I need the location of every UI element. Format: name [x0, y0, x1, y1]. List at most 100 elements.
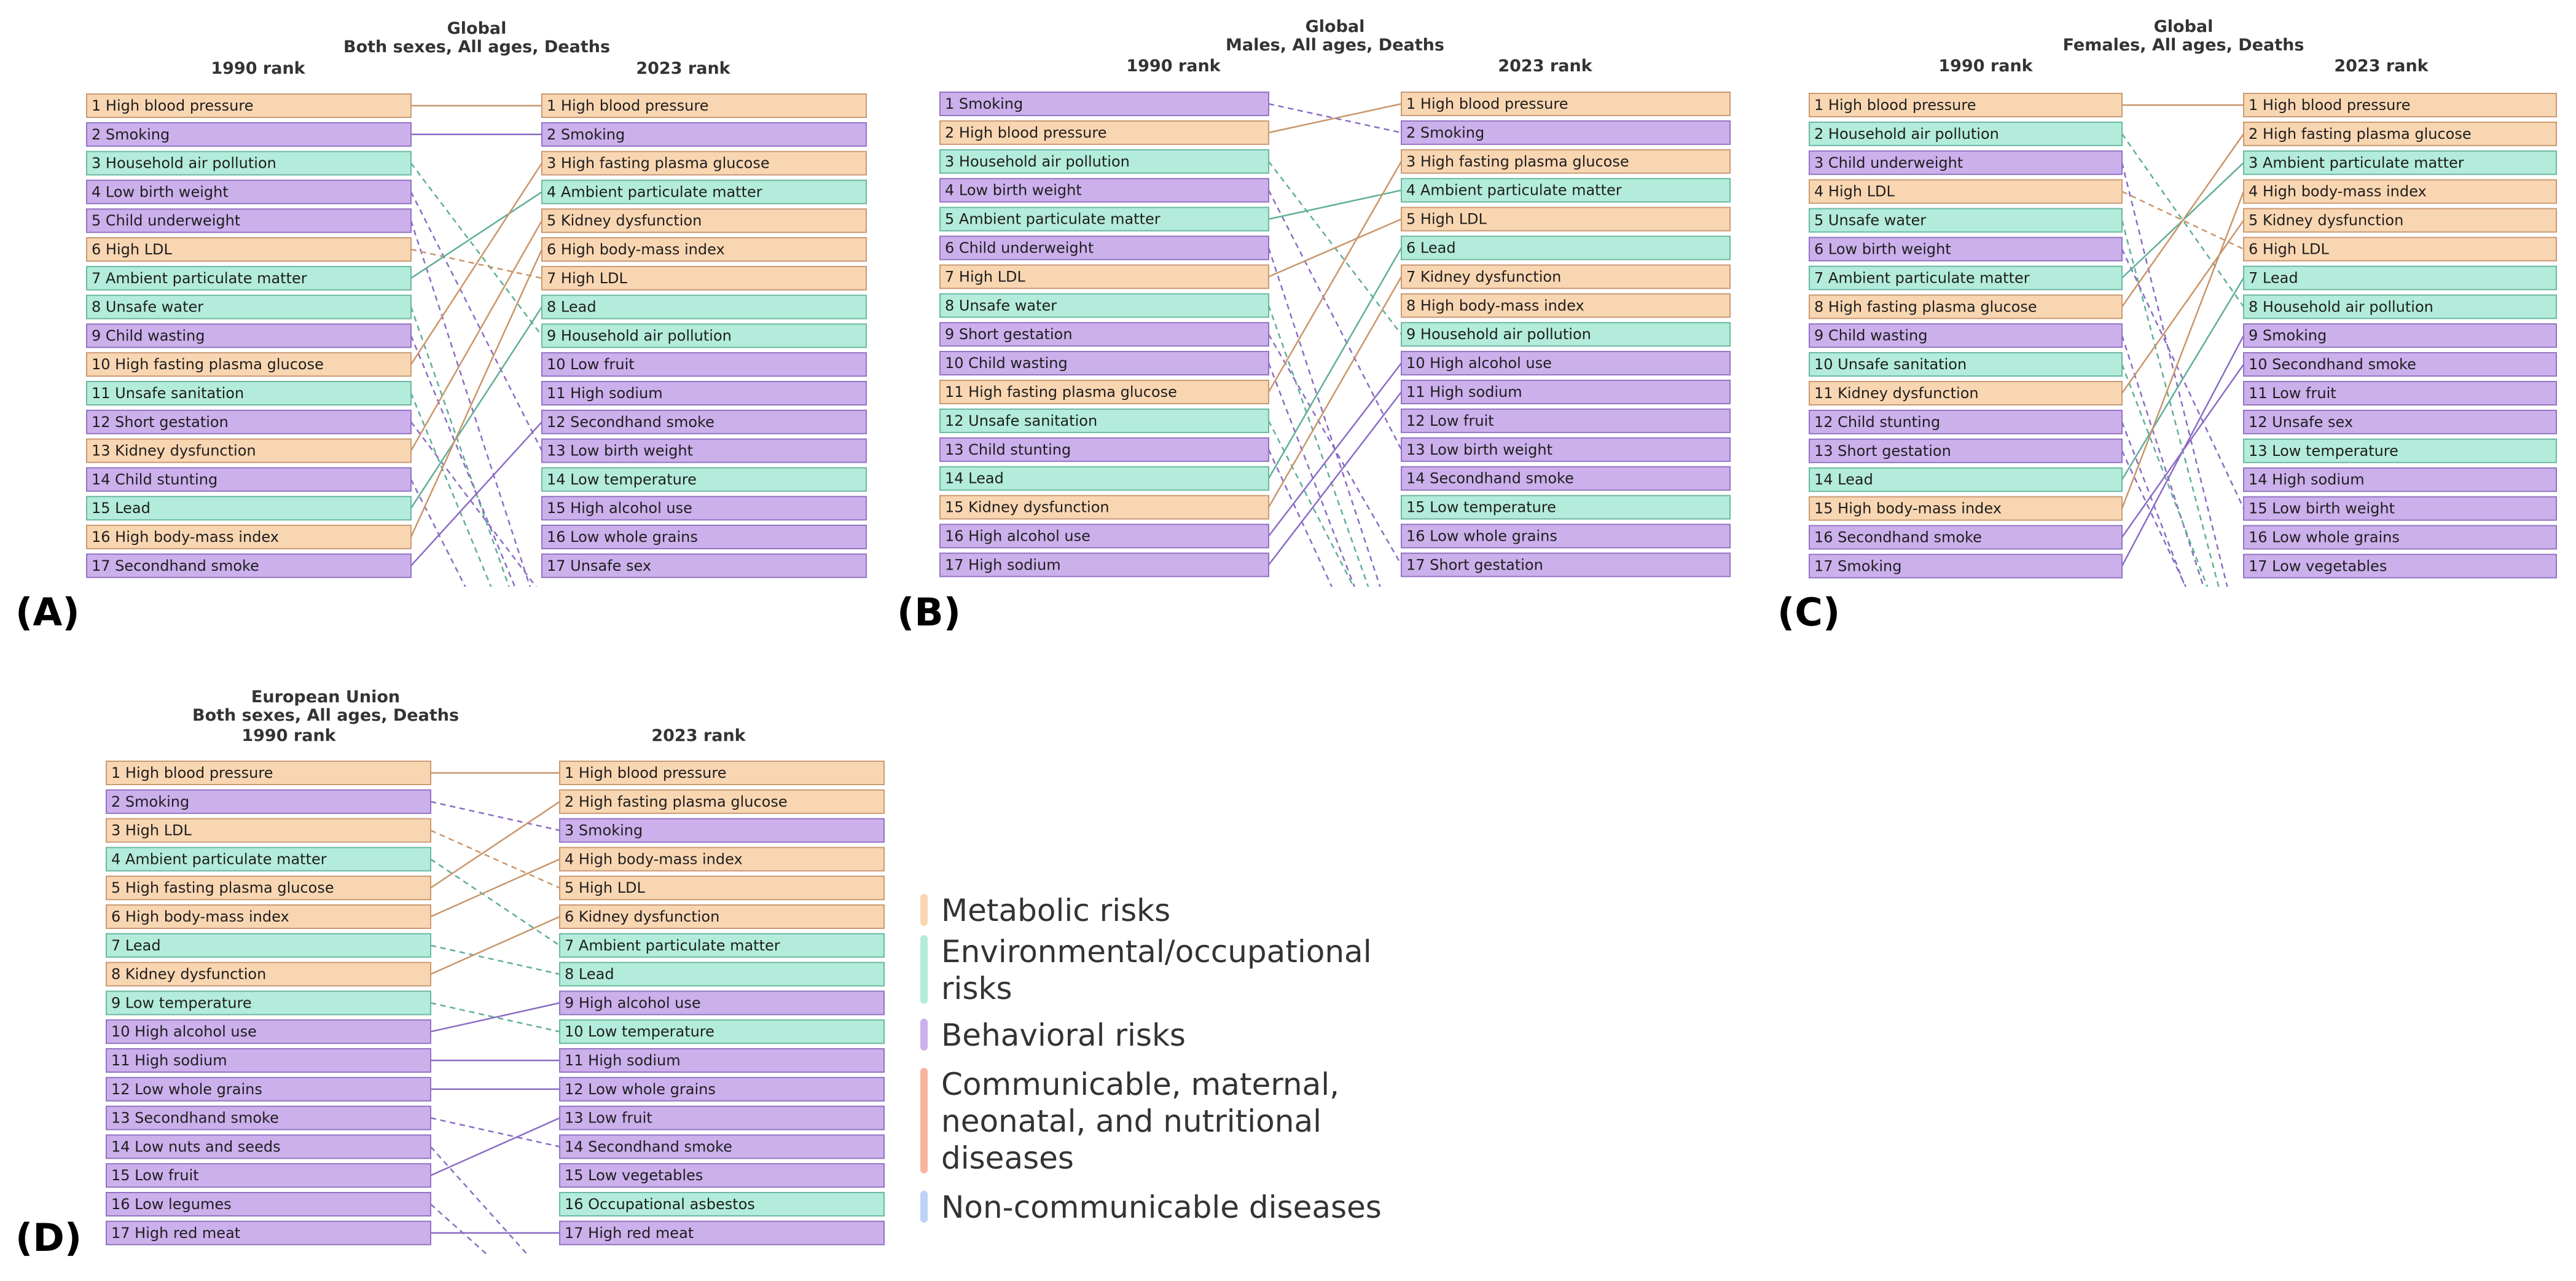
left-column-header: 1990 rank: [1126, 57, 1221, 76]
right-rank-box: [1401, 351, 1731, 376]
left-rank-label: 6 High LDL: [92, 241, 173, 258]
right-rank-label: 10 Low fruit: [547, 356, 635, 373]
rank-connector: [430, 858, 560, 918]
right-rank-label: 7 Kidney dysfunction: [1406, 268, 1561, 285]
right-rank-label: 16 Low whole grains: [2249, 529, 2400, 546]
rank-connector: [1268, 218, 1402, 278]
right-rank-box: [559, 1019, 885, 1044]
rank-connector: [430, 1002, 560, 1033]
left-rank-label: 2 Household air pollution: [1814, 125, 1999, 143]
left-rank-box: [1809, 438, 2123, 463]
right-rank-label: 8 High body-mass index: [1406, 297, 1584, 314]
left-rank-box: [106, 1134, 431, 1159]
right-rank-label: 3 Ambient particulate matter: [2249, 154, 2464, 171]
right-rank-box: [2243, 438, 2557, 463]
legend-label-metabolic: Metabolic risks: [941, 893, 1170, 928]
left-rank-label: 1 Smoking: [945, 95, 1023, 112]
right-rank-label: 17 Unsafe sex: [547, 557, 651, 574]
left-rank-label: 1 High blood pressure: [1814, 96, 1976, 114]
right-rank-label: 2 High fasting plasma glucose: [2249, 125, 2472, 143]
right-rank-box: [559, 904, 885, 929]
right-rank-box: [2243, 208, 2557, 233]
right-rank-box: [541, 122, 867, 147]
panel-label: (C): [1777, 590, 1840, 635]
left-rank-label: 11 High fasting plasma glucose: [945, 383, 1177, 401]
left-rank-box: [939, 552, 1269, 578]
right-rank-box: [541, 93, 867, 118]
rank-connector: [430, 944, 560, 975]
right-rank-box: [559, 1105, 885, 1130]
right-rank-label: 17 High red meat: [565, 1224, 694, 1242]
left-rank-label: 5 Ambient particulate matter: [945, 211, 1161, 228]
rank-connector: [2121, 162, 2228, 587]
right-rank-label: 13 Low birth weight: [547, 442, 693, 460]
left-rank-label: 9 Low temperature: [111, 994, 252, 1011]
right-rank-box: [541, 352, 867, 377]
right-rank-label: 6 Lead: [1406, 240, 1456, 257]
right-rank-box: [2243, 179, 2557, 204]
left-rank-box: [106, 1019, 431, 1044]
right-rank-label: 17 Low vegetables: [2249, 557, 2387, 574]
left-rank-label: 11 Kidney dysfunction: [1814, 385, 1979, 402]
right-rank-label: 1 High blood pressure: [2249, 96, 2410, 114]
right-rank-label: 5 Kidney dysfunction: [2249, 212, 2403, 229]
left-rank-label: 16 High alcohol use: [945, 528, 1090, 545]
rank-connector: [410, 421, 542, 566]
left-rank-label: 4 Low birth weight: [92, 183, 229, 200]
left-rank-label: 12 Low whole grains: [111, 1081, 262, 1098]
left-rank-label: 10 Child wasting: [945, 355, 1068, 372]
left-rank-label: 12 Unsafe sanitation: [945, 412, 1097, 429]
left-rank-box: [939, 235, 1269, 261]
left-rank-box: [106, 990, 431, 1016]
rank-connector: [410, 191, 542, 279]
right-rank-box: [2243, 352, 2557, 377]
left-rank-box: [86, 381, 412, 405]
rank-connector: [2121, 277, 2245, 480]
right-rank-box: [1401, 264, 1731, 289]
left-rank-box: [86, 323, 412, 348]
right-rank-box: [1401, 178, 1731, 203]
right-rank-label: 9 Household air pollution: [1406, 326, 1591, 343]
left-rank-box: [106, 847, 431, 872]
left-rank-box: [106, 789, 431, 814]
left-rank-label: 13 Short gestation: [1814, 442, 1951, 460]
left-rank-label: 17 Secondhand smoke: [92, 557, 259, 574]
left-rank-box: [86, 208, 412, 233]
right-rank-box: [1401, 235, 1731, 261]
left-rank-label: 14 Lead: [945, 470, 1004, 487]
right-rank-box: [559, 876, 885, 901]
panel-subtitle: Both sexes, All ages, Deaths: [192, 706, 459, 725]
rank-connector: [410, 393, 492, 587]
right-rank-label: 16 Low whole grains: [547, 528, 698, 546]
right-rank-box: [559, 1134, 885, 1159]
left-rank-label: 13 Secondhand smoke: [111, 1110, 279, 1127]
left-rank-box: [86, 409, 412, 434]
left-rank-label: 10 High alcohol use: [111, 1023, 257, 1040]
left-rank-box: [86, 294, 412, 319]
left-rank-label: 8 High fasting plasma glucose: [1814, 298, 2037, 315]
left-rank-label: 17 High red meat: [111, 1224, 240, 1242]
right-rank-label: 2 High fasting plasma glucose: [565, 793, 788, 810]
left-rank-box: [939, 466, 1269, 491]
left-rank-box: [106, 818, 431, 843]
panel-label: (B): [897, 590, 961, 635]
left-rank-box: [939, 322, 1269, 347]
left-rank-box: [106, 1192, 431, 1216]
left-rank-box: [106, 1105, 431, 1130]
left-rank-box: [1809, 409, 2123, 434]
connector-lines: [1267, 103, 1403, 587]
rank-connector: [430, 1117, 560, 1148]
right-rank-box: [2243, 323, 2557, 348]
right-rank-label: 14 Secondhand smoke: [1406, 470, 1574, 487]
right-rank-box: [559, 1192, 885, 1216]
connector-lines: [430, 772, 560, 1255]
right-rank-label: 13 Low birth weight: [1406, 441, 1552, 458]
right-rank-label: 14 Low temperature: [547, 471, 697, 488]
left-rank-label: 6 Child underweight: [945, 240, 1094, 257]
rank-connector: [430, 858, 560, 946]
left-rank-label: 10 Unsafe sanitation: [1814, 356, 1967, 373]
panel-title: Global: [447, 19, 507, 38]
